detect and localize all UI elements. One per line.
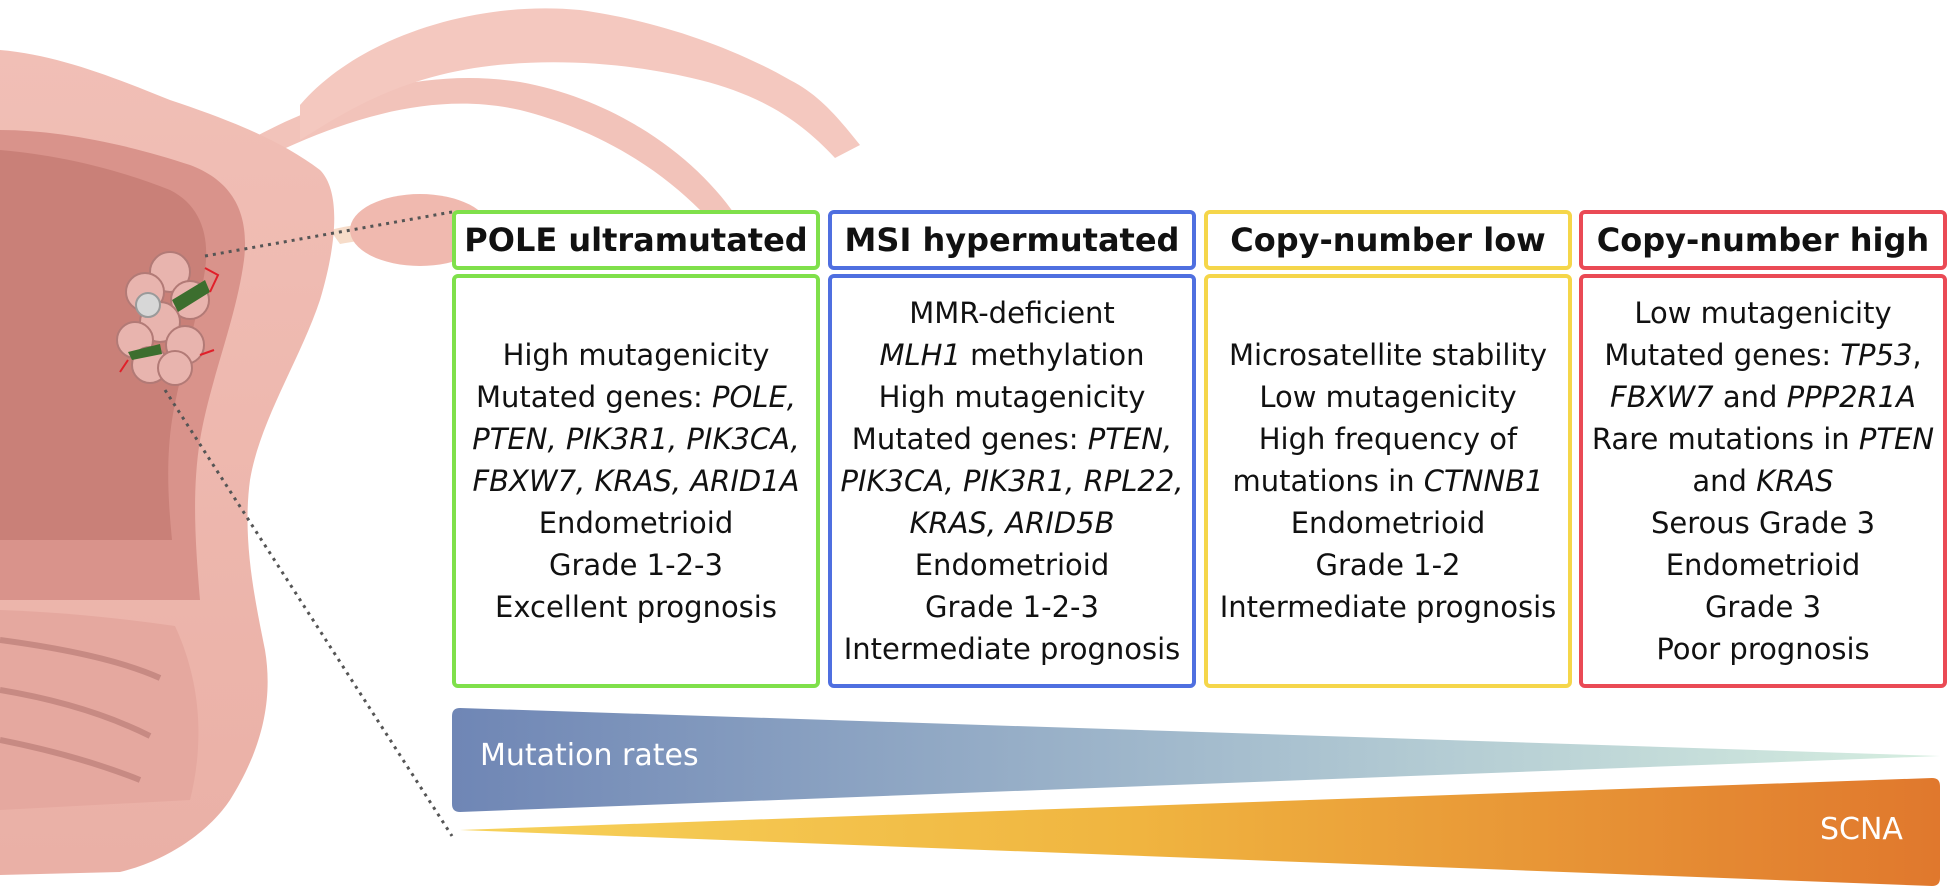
scna-bar — [460, 778, 1940, 886]
gene-name: TP53 — [1840, 338, 1913, 372]
description-text: , — [1912, 338, 1922, 372]
description-line: KRAS, ARID5B — [909, 502, 1114, 544]
description-text: Grade 1-2 — [1315, 548, 1461, 582]
gene-name: FBXW7, KRAS, ARID1A — [472, 464, 800, 498]
gene-name: KRAS — [1756, 464, 1834, 498]
tumor-cell-cluster — [116, 251, 220, 386]
uterus-body — [0, 50, 335, 875]
cn-high-title: Copy-number high — [1596, 221, 1930, 259]
description-line: FBXW7, KRAS, ARID1A — [472, 460, 799, 502]
msi-title: MSI hypermutated — [844, 221, 1180, 259]
mutation-rates-bar — [452, 708, 1940, 812]
description-line: MMR-deficient — [909, 292, 1115, 334]
description-line: Rare mutations in PTEN — [1592, 418, 1934, 460]
description-line: Mutated genes: TP53, — [1604, 334, 1921, 376]
description-text: and — [1692, 464, 1757, 498]
scna-label: SCNA — [1820, 812, 1903, 847]
description-line: Intermediate prognosis — [1220, 586, 1557, 628]
description-text: Excellent prognosis — [495, 590, 777, 624]
description-line: and KRAS — [1692, 460, 1833, 502]
description-text: Endometrioid — [914, 548, 1110, 582]
cn-high-header: Copy-number high — [1579, 210, 1947, 270]
description-line: PIK3CA, PIK3R1, RPL22, — [840, 460, 1183, 502]
mutation-rates-label: Mutation rates — [480, 738, 699, 773]
description-line: Endometrioid — [539, 502, 734, 544]
description-text: Microsatellite stability — [1228, 338, 1548, 372]
gene-name: KRAS, ARID5B — [909, 506, 1115, 540]
description-line: FBXW7 and PPP2R1A — [1610, 376, 1916, 418]
description-text: Poor prognosis — [1656, 632, 1870, 666]
gene-name: MLH1 — [879, 338, 961, 372]
description-line: Endometrioid — [1666, 544, 1861, 586]
description-text: Low mutagenicity — [1259, 380, 1517, 414]
description-line: MLH1 methylation — [879, 334, 1144, 376]
description-line: Grade 1-2-3 — [925, 586, 1099, 628]
description-line: Mutated genes: POLE, — [476, 376, 796, 418]
description-line: mutations in CTNNB1 — [1232, 460, 1543, 502]
msi-header: MSI hypermutated — [828, 210, 1196, 270]
description-text: Grade 3 — [1704, 590, 1822, 624]
description-line: Intermediate prognosis — [844, 628, 1181, 670]
description-line: Excellent prognosis — [495, 586, 777, 628]
gene-name: CTNNB1 — [1423, 464, 1544, 498]
description-text: Endometrioid — [538, 506, 734, 540]
description-text: methylation — [960, 338, 1145, 372]
description-line: Low mutagenicity — [1259, 376, 1516, 418]
cn-low-title: Copy-number low — [1230, 221, 1546, 259]
description-line: Endometrioid — [1291, 502, 1486, 544]
description-text: Endometrioid — [1290, 506, 1486, 540]
description-line: Grade 3 — [1705, 586, 1821, 628]
description-text: Low mutagenicity — [1634, 296, 1892, 330]
description-line: High mutagenicity — [503, 334, 770, 376]
description-line: Low mutagenicity — [1634, 292, 1891, 334]
gene-name: FBXW7 — [1610, 380, 1714, 414]
description-line: High mutagenicity — [879, 376, 1146, 418]
gene-name: POLE, — [711, 380, 796, 414]
description-text: Endometrioid — [1665, 548, 1861, 582]
description-line: Grade 1-2 — [1316, 544, 1461, 586]
description-text: Mutated genes: — [1604, 338, 1841, 372]
gene-name: PTEN, PIK3R1, PIK3CA, — [472, 422, 800, 456]
description-line: High frequency of — [1259, 418, 1518, 460]
description-line: Endometrioid — [915, 544, 1110, 586]
description-text: MMR-deficient — [909, 296, 1115, 330]
description-text: High frequency of — [1258, 422, 1518, 456]
description-text: mutations in — [1232, 464, 1424, 498]
pole-title: POLE ultramutated — [464, 221, 808, 259]
pole-header: POLE ultramutated — [452, 210, 820, 270]
description-text: Grade 1-2-3 — [549, 548, 723, 582]
description-line: Poor prognosis — [1656, 628, 1869, 670]
description-text: Intermediate prognosis — [1219, 590, 1557, 624]
description-text: Grade 1-2-3 — [925, 590, 1099, 624]
description-text: Mutated genes: — [851, 422, 1088, 456]
gene-name: PIK3CA, PIK3R1, RPL22, — [840, 464, 1184, 498]
description-line: Serous Grade 3 — [1651, 502, 1875, 544]
description-line: Grade 1-2-3 — [549, 544, 723, 586]
description-text: Serous Grade 3 — [1650, 506, 1876, 540]
description-text: High mutagenicity — [502, 338, 770, 372]
connector-lines — [163, 210, 454, 837]
description-line: Microsatellite stability — [1229, 334, 1547, 376]
description-text: Mutated genes: — [476, 380, 712, 414]
gene-name: PTEN — [1858, 422, 1935, 456]
description-text: High mutagenicity — [878, 380, 1146, 414]
gene-name: PPP2R1A — [1786, 380, 1916, 414]
description-text: and — [1713, 380, 1787, 414]
gene-name: PTEN, — [1087, 422, 1173, 456]
cn-low-header: Copy-number low — [1204, 210, 1572, 270]
description-text: Rare mutations in — [1591, 422, 1859, 456]
description-text: Intermediate prognosis — [843, 632, 1181, 666]
description-line: Mutated genes: PTEN, — [852, 418, 1172, 460]
description-line: PTEN, PIK3R1, PIK3CA, — [472, 418, 800, 460]
